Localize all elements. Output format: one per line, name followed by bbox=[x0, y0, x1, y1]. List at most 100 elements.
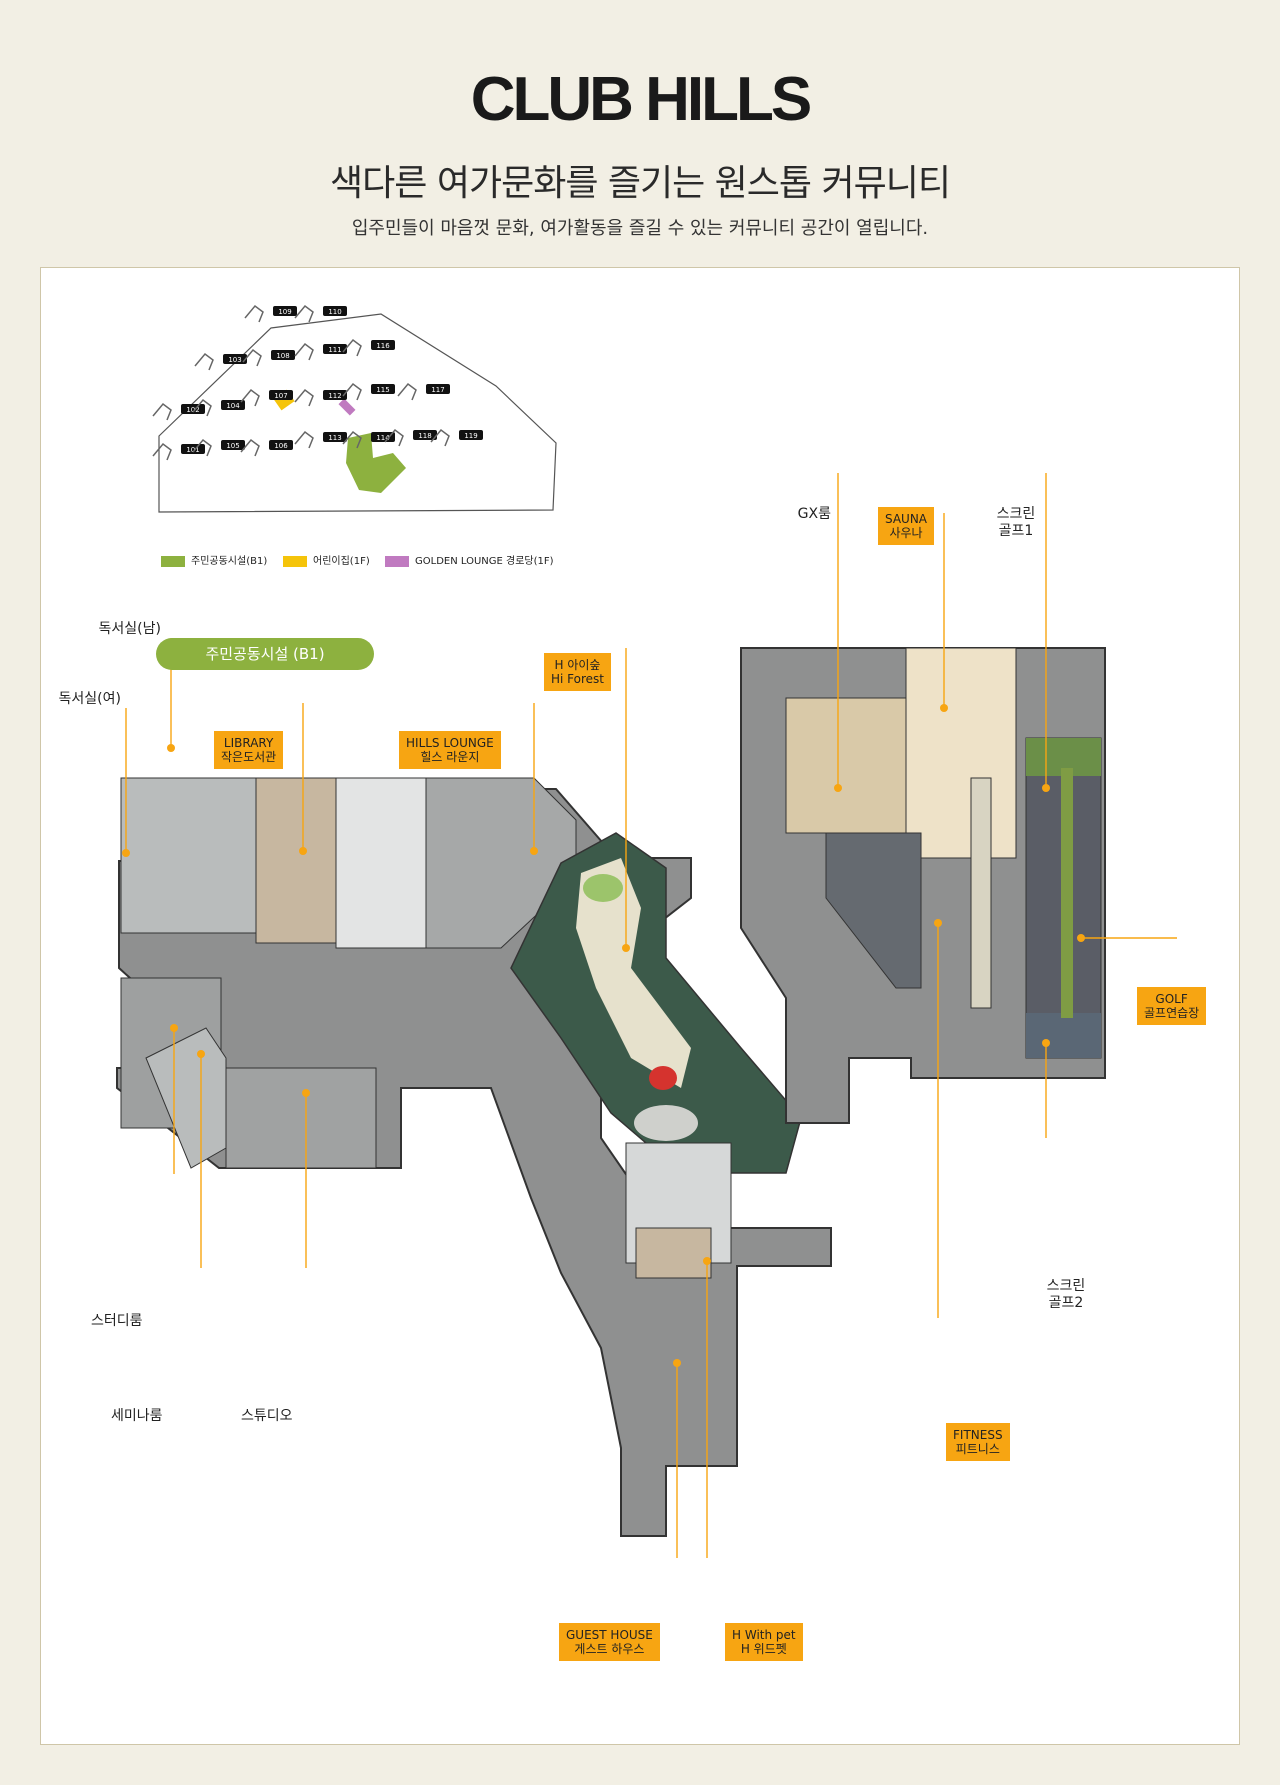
building-outline bbox=[152, 402, 172, 421]
building-number: 109 bbox=[278, 308, 291, 316]
legend-label: 주민공동시설(B1) bbox=[191, 556, 268, 567]
label-studio: 스튜디오 bbox=[241, 1408, 293, 1424]
floor-badge: 주민공동시설 (B1) bbox=[156, 638, 374, 670]
tag-line-ko: 작은도서관 bbox=[221, 750, 277, 764]
leader-lines bbox=[125, 473, 1177, 1558]
label-reading-male: 독서실(남) bbox=[98, 621, 161, 637]
building-number: 113 bbox=[328, 434, 341, 442]
building-badge bbox=[273, 306, 297, 316]
label-seminar-room: 세미나룸 bbox=[111, 1408, 163, 1424]
legend-kindergarten: 어린이집(1F) bbox=[283, 552, 370, 567]
building-outline bbox=[294, 342, 314, 361]
building-outline bbox=[242, 348, 262, 367]
label-line: 골프1 bbox=[998, 523, 1034, 539]
building-number: 118 bbox=[418, 432, 431, 440]
golf-bays bbox=[970, 777, 992, 1009]
building-badge bbox=[459, 430, 483, 440]
label-line: 골프2 bbox=[1048, 1295, 1084, 1311]
garden-gravel bbox=[634, 1105, 698, 1141]
legend-label: GOLDEN LOUNGE 경로당(1F) bbox=[415, 556, 554, 567]
building-number: 115 bbox=[376, 386, 389, 394]
building-outline bbox=[397, 382, 417, 401]
building-badge bbox=[221, 440, 245, 450]
building-outline bbox=[342, 338, 362, 357]
building-outline bbox=[240, 438, 260, 457]
tag-line-en: H With pet bbox=[732, 1628, 796, 1642]
fitness-room bbox=[825, 832, 922, 989]
tag-line-ko: 피트니스 bbox=[955, 1442, 1000, 1456]
garden-mound bbox=[583, 874, 623, 902]
building-badge bbox=[323, 390, 347, 400]
gx-room bbox=[785, 697, 907, 834]
leader-dots bbox=[122, 704, 1085, 1367]
garden-play bbox=[649, 1066, 677, 1090]
tag-line-en: FITNESS bbox=[953, 1428, 1003, 1442]
legend-swatch-community bbox=[161, 555, 185, 567]
building-outline bbox=[192, 438, 212, 457]
lounge-room-a bbox=[335, 777, 427, 949]
building-badge bbox=[413, 430, 437, 440]
tag-line-ko: 사우나 bbox=[889, 526, 923, 540]
building-number: 104 bbox=[226, 402, 240, 410]
building-outline bbox=[294, 388, 314, 407]
label-line: 스크린 bbox=[1046, 1278, 1086, 1294]
building-number: 108 bbox=[276, 352, 289, 360]
building-outline bbox=[294, 304, 314, 323]
tag-line-en: LIBRARY bbox=[223, 736, 274, 750]
building-outline bbox=[194, 352, 214, 371]
building-outline bbox=[342, 382, 362, 401]
building-badge bbox=[371, 340, 395, 350]
building-badge bbox=[181, 404, 205, 414]
building-outline bbox=[294, 430, 314, 449]
with-pet-room bbox=[635, 1227, 712, 1279]
building-number: 116 bbox=[376, 342, 390, 350]
tag-line-ko: 골프연습장 bbox=[1144, 1006, 1200, 1020]
tag-line-en: GUEST HOUSE bbox=[566, 1628, 653, 1642]
building-badge bbox=[269, 440, 293, 450]
building-outline bbox=[192, 398, 212, 417]
building-badge bbox=[371, 432, 395, 442]
label-study-room: 스터디룸 bbox=[91, 1313, 143, 1329]
building-number: 107 bbox=[274, 392, 287, 400]
golf-green-strip bbox=[1061, 768, 1073, 1018]
building-number: 114 bbox=[376, 434, 390, 442]
building-badge bbox=[223, 354, 247, 364]
tag-line-ko: H 위드펫 bbox=[740, 1642, 787, 1656]
building-number: 102 bbox=[186, 406, 199, 414]
label-gx-room: GX룸 bbox=[797, 506, 831, 522]
building-badge bbox=[221, 400, 245, 410]
building-outline bbox=[152, 442, 172, 461]
reading-room-area bbox=[120, 777, 257, 934]
building-badge bbox=[371, 384, 395, 394]
building-outline bbox=[430, 428, 450, 447]
building-number: 105 bbox=[226, 442, 239, 450]
building-number: 111 bbox=[328, 346, 341, 354]
building-number: 106 bbox=[274, 442, 288, 450]
building-badge bbox=[269, 390, 293, 400]
library-room bbox=[255, 777, 337, 944]
building-badge bbox=[323, 306, 347, 316]
sauna-room bbox=[905, 647, 1017, 859]
building-number: 117 bbox=[431, 386, 444, 394]
tag-line-en: GOLF bbox=[1155, 992, 1188, 1006]
building-number: 119 bbox=[464, 432, 477, 440]
legend-swatch-kindergarten bbox=[283, 555, 307, 567]
building-outline bbox=[244, 304, 264, 323]
page-description: 입주민들이 마음껏 문화, 여가활동을 즐길 수 있는 커뮤니티 공간이 열립니… bbox=[351, 218, 929, 239]
building-badge bbox=[426, 384, 450, 394]
studio-room bbox=[225, 1067, 377, 1169]
building-badge bbox=[323, 344, 347, 354]
page-title: CLUB HILLS bbox=[470, 65, 813, 134]
tag-line-en: SAUNA bbox=[885, 512, 928, 526]
building-outline bbox=[342, 430, 362, 449]
legend-golden-lounge: GOLDEN LOUNGE 경로당(1F) bbox=[385, 552, 554, 567]
building-outline bbox=[240, 388, 260, 407]
